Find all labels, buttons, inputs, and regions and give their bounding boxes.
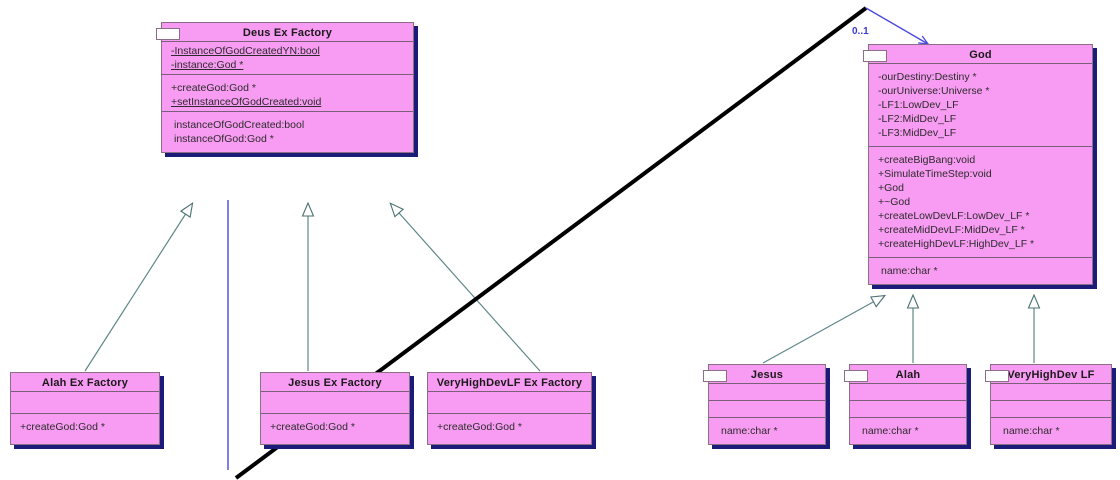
attribute-row: -LF2:MidDev_LF	[878, 113, 957, 125]
property-row: name:char *	[862, 425, 919, 437]
class-box-veryhighdevlf-ex-factory[interactable]: VeryHighDevLF Ex Factory +createGod:God …	[427, 372, 592, 445]
spacer	[869, 140, 1092, 144]
class-box-god[interactable]: God -ourDestiny:Destiny * -ourUniverse:U…	[863, 44, 1093, 285]
class-box-jesus-ex-factory[interactable]: Jesus Ex Factory +createGod:God *	[260, 372, 410, 445]
spacer	[709, 438, 825, 442]
property-row: instanceOfGod:God *	[174, 133, 274, 145]
attributes-compartment	[709, 383, 825, 400]
operations-compartment: +createBigBang:void +SimulateTimeStep:vo…	[869, 146, 1092, 257]
class-tab-icon	[985, 370, 1009, 382]
operation-row: +~God	[878, 196, 911, 208]
operation-row: +createMidDevLF:MidDev_LF *	[878, 224, 1025, 236]
attributes-compartment	[11, 391, 159, 413]
generalization-alah-ex-factory-to-deus	[84, 201, 194, 372]
class-box-jesus[interactable]: Jesus name:char *	[703, 364, 826, 445]
properties-compartment: instanceOfGodCreated:bool instanceOfGod:…	[162, 111, 413, 152]
property-row: instanceOfGodCreated:bool	[174, 119, 305, 131]
operation-row: +createBigBang:void	[878, 154, 976, 166]
attributes-compartment	[991, 383, 1111, 400]
class-box-alah-ex-factory[interactable]: Alah Ex Factory +createGod:God *	[10, 372, 160, 445]
spacer	[991, 438, 1111, 442]
attribute-row: -LF1:LowDev_LF	[878, 99, 959, 111]
spacer	[869, 278, 1092, 282]
multiplicity-label-god: 0..1	[852, 26, 869, 37]
attribute-row: -ourUniverse:Universe *	[878, 85, 990, 97]
class-tab-icon	[703, 370, 727, 382]
class-box-alah[interactable]: Alah name:char *	[844, 364, 967, 445]
operations-compartment: +createGod:God *	[261, 413, 409, 444]
operation-row: +createGod:God *	[171, 82, 256, 94]
class-name-alah-ex-factory: Alah Ex Factory	[41, 377, 129, 389]
attribute-row: -instance:God *	[171, 59, 244, 71]
operations-compartment	[850, 400, 966, 417]
attributes-compartment: -InstanceOfGodCreatedYN:bool -instance:G…	[162, 41, 413, 74]
operation-row: +createLowDevLF:LowDev_LF *	[878, 210, 1030, 222]
spacer	[162, 146, 413, 150]
class-name-deus-ex-factory: Deus Ex Factory	[242, 27, 333, 39]
properties-compartment: name:char *	[850, 417, 966, 444]
operations-compartment: +createGod:God *	[11, 413, 159, 444]
operations-compartment: +createGod:God * +setInstanceOfGodCreate…	[162, 74, 413, 111]
generalization-jesus-to-god	[762, 294, 887, 364]
property-row: name:char *	[721, 425, 778, 437]
class-name-alah: Alah	[895, 369, 921, 381]
spacer	[261, 438, 409, 442]
attribute-row: -ourDestiny:Destiny *	[878, 71, 977, 83]
operation-row: +SimulateTimeStep:void	[878, 168, 992, 180]
class-box-veryhighdev-lf[interactable]: VeryHighDev LF name:char *	[985, 364, 1112, 445]
operation-row: +createHighDevLF:HighDev_LF *	[878, 238, 1035, 250]
properties-compartment: name:char *	[991, 417, 1111, 444]
operation-row: +God	[878, 182, 904, 194]
properties-compartment: name:char *	[869, 257, 1092, 284]
class-tab-icon	[863, 50, 887, 62]
attributes-compartment	[261, 391, 409, 413]
operation-row: +createGod:God *	[437, 421, 522, 433]
spacer	[869, 251, 1092, 255]
class-name-veryhighdev-lf: VeryHighDev LF	[1007, 369, 1095, 381]
attribute-row: -LF3:MidDev_LF	[878, 127, 957, 139]
class-name-god: God	[969, 49, 992, 61]
property-row: name:char *	[881, 265, 938, 277]
property-row: name:char *	[1003, 425, 1060, 437]
spacer	[428, 438, 591, 442]
properties-compartment: name:char *	[709, 417, 825, 444]
attribute-row: -InstanceOfGodCreatedYN:bool	[171, 45, 320, 57]
operations-compartment	[709, 400, 825, 417]
operation-row: +setInstanceOfGodCreated:void	[171, 96, 322, 108]
class-name-veryhighdevlf-ex-factory: VeryHighDevLF Ex Factory	[436, 377, 583, 389]
spacer	[850, 438, 966, 442]
operation-row: +createGod:God *	[270, 421, 355, 433]
class-box-deus-ex-factory[interactable]: Deus Ex Factory -InstanceOfGodCreatedYN:…	[156, 22, 414, 153]
operations-compartment	[991, 400, 1111, 417]
class-tab-icon	[844, 370, 868, 382]
operation-row: +createGod:God *	[20, 421, 105, 433]
spacer	[11, 438, 159, 442]
class-tab-icon	[156, 28, 180, 40]
operations-compartment: +createGod:God *	[428, 413, 591, 444]
class-name-jesus-ex-factory: Jesus Ex Factory	[288, 377, 382, 389]
generalization-veryhighdevlf-ex-factory-to-deus	[389, 202, 541, 372]
attributes-compartment	[428, 391, 591, 413]
attributes-compartment	[850, 383, 966, 400]
attributes-compartment: -ourDestiny:Destiny * -ourUniverse:Unive…	[869, 63, 1092, 146]
